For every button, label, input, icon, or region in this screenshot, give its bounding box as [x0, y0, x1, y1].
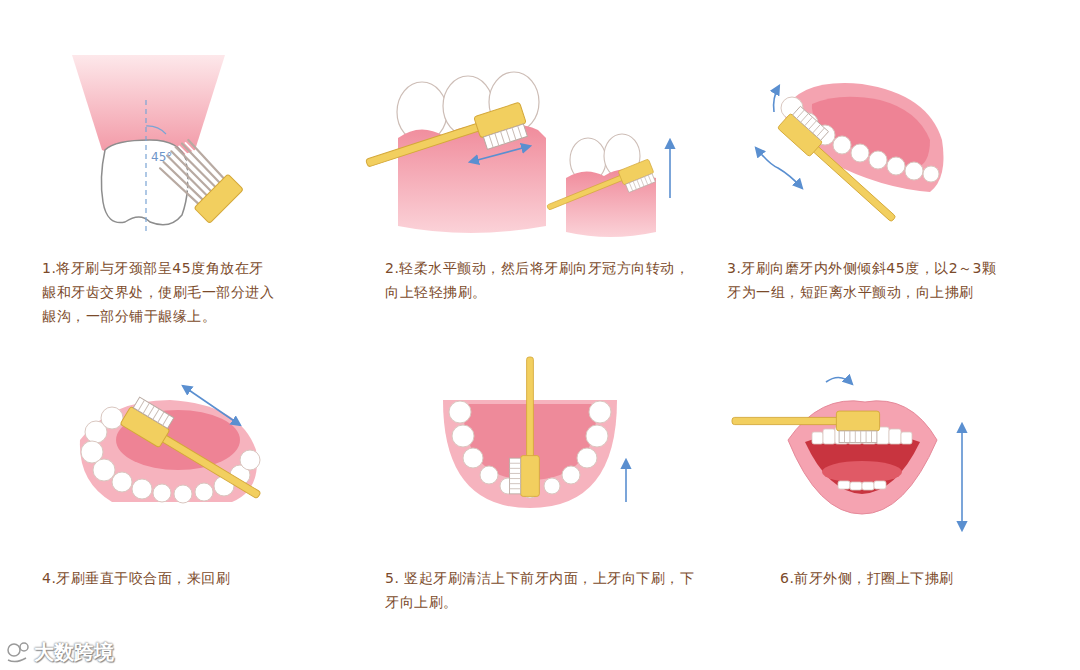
lower-arch-part-part [240, 450, 260, 470]
teeth-side-view-part [398, 124, 546, 233]
front-arch-inner-part-part [480, 466, 498, 484]
molar-arch-part-part [923, 166, 939, 182]
mouth-front-part-part [838, 481, 850, 489]
molar-arch-part-part [833, 136, 851, 154]
lower-arch-part-part [112, 472, 132, 492]
mouth-front-part-part [901, 432, 912, 444]
mouth-front-part [826, 377, 852, 384]
lower-arch-part [183, 386, 240, 425]
tooth-closeup-part-part [194, 174, 243, 223]
front-arch-inner-part-part [544, 478, 560, 494]
tooth-closeup-part [145, 100, 146, 234]
mouth-front-part-part [874, 481, 886, 489]
lower-arch-part-part [93, 459, 115, 481]
watermark-logo-part [20, 643, 28, 651]
lower-arch [80, 386, 271, 504]
tooth-closeup [72, 55, 243, 234]
tooth-closeup-part [146, 126, 166, 134]
front-arch-inner-part-part [586, 425, 608, 447]
molar-arch-part [756, 148, 802, 188]
mouth-front-part-part [850, 482, 862, 490]
front-arch-inner-part-part [577, 448, 597, 468]
watermark-logo [8, 643, 28, 662]
molar-arch-part-part [905, 162, 923, 180]
teeth-side-view-part [363, 102, 530, 186]
mouth-front-part-part [823, 429, 835, 444]
molar-arch-part-part [887, 157, 905, 175]
watermark-logo-part [8, 644, 20, 656]
mouth-front [732, 377, 962, 530]
front-arch-inner-part-part [562, 466, 580, 484]
mouth-front-part [732, 411, 880, 443]
mouth-front-part-part [889, 429, 901, 444]
molar-arch-part [777, 104, 908, 226]
teeth-side-view-part [669, 140, 671, 198]
step-caption: 6.前牙外侧，打圈上下拂刷 [780, 566, 1000, 590]
mouth-front-part [961, 424, 963, 530]
step-caption: 2.轻柔水平颤动，然后将牙刷向牙冠方向转动，向上轻轻拂刷。 [385, 256, 691, 304]
lower-arch-part-part [195, 483, 213, 501]
watermark: 大数跨境 [34, 640, 154, 664]
lower-arch-part-part [132, 479, 152, 499]
angle-label: 45° [151, 150, 181, 164]
step-caption: 5. 竖起牙刷清洁上下前牙内面，上牙向下刷，下牙向上刷。 [385, 566, 697, 614]
step-caption: 3.牙刷向磨牙内外侧倾斜45度，以2～3颗牙为一组，短距离水平颤动，向上拂刷 [727, 256, 1009, 304]
step-caption: 1.将牙刷与牙颈部呈45度角放在牙龈和牙齿交界处，使刷毛一部分进入龈沟，一部分铺… [42, 256, 278, 328]
front-arch-inner-part-part [449, 401, 471, 423]
lower-arch-part-part [153, 484, 171, 502]
front-arch-inner-part [510, 357, 540, 496]
mouth-front-part [822, 461, 902, 483]
tooth-closeup-part [154, 134, 243, 223]
lower-arch-part-part [101, 407, 123, 429]
step-caption: 4.牙刷垂直于咬合面，来回刷 [42, 566, 302, 590]
teeth-side-view [363, 72, 670, 237]
molar-arch [756, 83, 944, 227]
mouth-front-part-part [862, 482, 874, 490]
mouth-front-part-part [812, 432, 823, 444]
lower-arch-part-part [174, 485, 192, 503]
lower-arch-part [120, 396, 271, 505]
molar-arch-part-part [851, 144, 869, 162]
front-arch-inner [443, 357, 626, 508]
front-arch-inner-part-part [589, 401, 611, 423]
front-arch-inner-part-part [463, 448, 483, 468]
front-arch-inner-part [625, 460, 627, 502]
molar-arch-part [774, 86, 779, 112]
teeth-side-view-part [545, 159, 657, 223]
front-arch-inner-part-part [452, 425, 474, 447]
molar-arch-part-part [869, 151, 887, 169]
teeth-side-view-part [470, 146, 530, 162]
watermark-logo-part [8, 658, 26, 662]
